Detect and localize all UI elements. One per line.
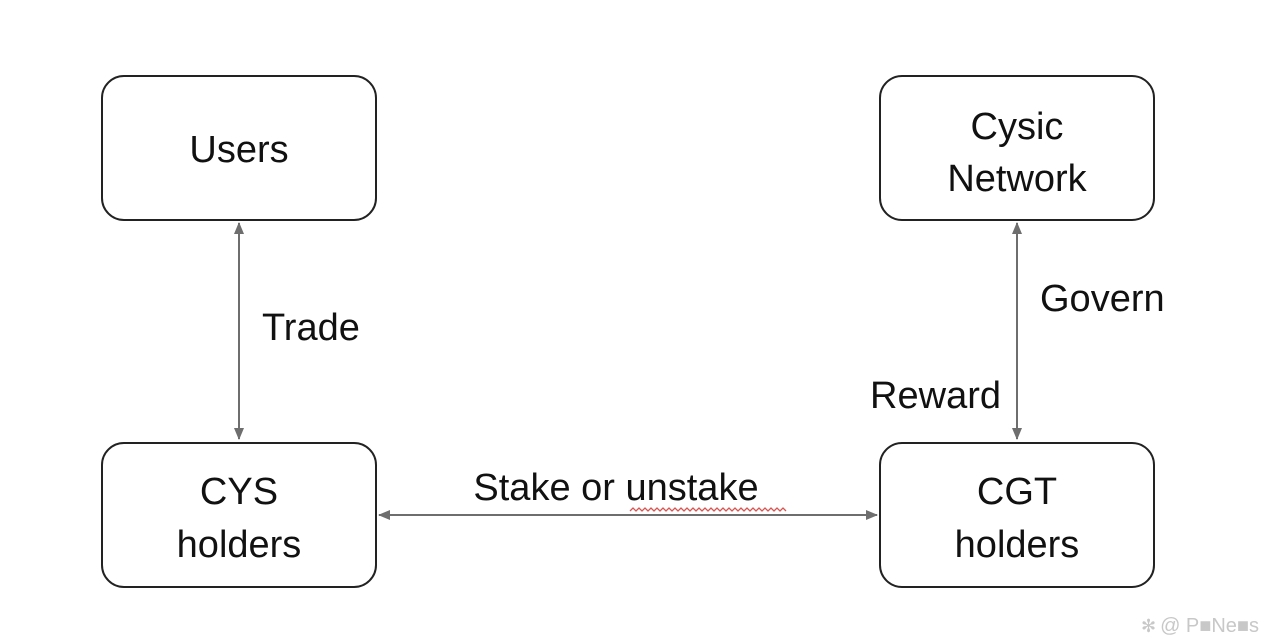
- node-cysic-network: Cysic Network: [879, 75, 1155, 221]
- watermark-text: @ P■Ne■s: [1160, 615, 1259, 637]
- node-users: Users: [101, 75, 377, 221]
- node-cys-holders: CYS holders: [101, 442, 377, 588]
- sparkle-icon: ✻: [1140, 616, 1157, 636]
- edge-stake-label: Stake or unstake: [473, 467, 758, 509]
- node-cysic-network-line2: Network: [947, 158, 1087, 200]
- node-users-label: Users: [189, 129, 288, 171]
- edge-reward-label: Reward: [870, 375, 1001, 417]
- node-cys-holders-line1: CYS: [200, 471, 278, 513]
- node-cgt-holders-line2: holders: [955, 524, 1080, 566]
- node-cysic-network-line1: Cysic: [971, 106, 1064, 148]
- spellcheck-squiggle: [629, 507, 787, 512]
- watermark: ✻ @ P■Ne■s: [1141, 615, 1259, 638]
- edge-govern-label: Govern: [1040, 278, 1165, 320]
- node-cys-holders-line2: holders: [177, 524, 302, 566]
- edge-trade-label: Trade: [262, 307, 360, 349]
- node-cgt-holders-line1: CGT: [977, 471, 1057, 513]
- node-cgt-holders: CGT holders: [879, 442, 1155, 588]
